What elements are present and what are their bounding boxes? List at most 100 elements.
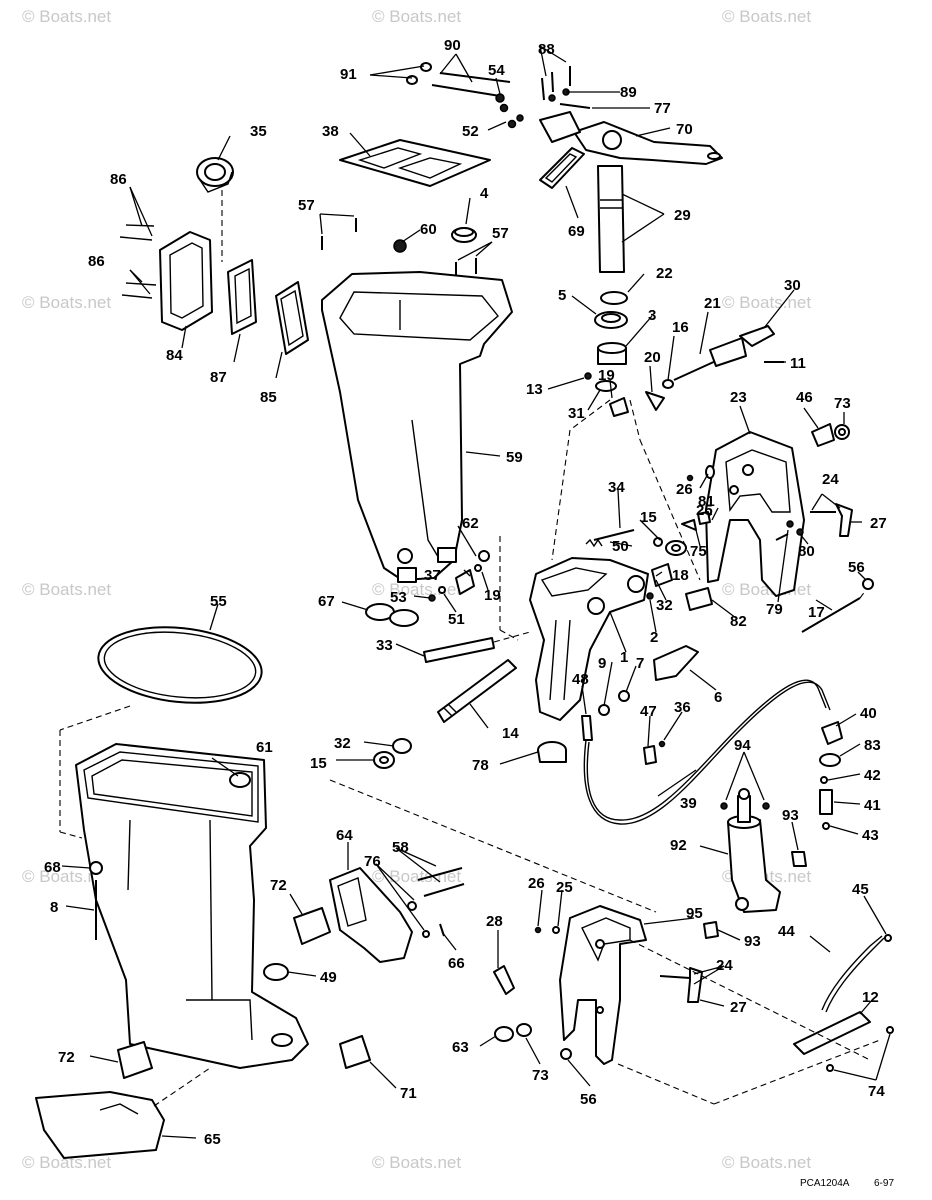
part-plug (263, 963, 289, 981)
callout-number: 50 (612, 538, 629, 555)
callout-number: 27 (730, 999, 747, 1016)
part-nuts (495, 93, 524, 129)
part-grommet (196, 157, 234, 262)
callout-number: 58 (392, 839, 409, 856)
callout-number: 16 (672, 319, 689, 336)
callout-number: 49 (320, 969, 337, 986)
callout-number: 13 (526, 381, 543, 398)
callout-number: 32 (334, 735, 351, 752)
callout-number: 75 (690, 543, 707, 560)
diagram-code-text: PCA1204A (800, 1178, 850, 1189)
callout-number: 11 (790, 355, 806, 372)
callout-number: 69 (568, 223, 585, 240)
watermark: © Boats.net (372, 7, 461, 26)
callout-number: 24 (716, 957, 733, 974)
callout-number: 24 (822, 471, 839, 488)
callout-number: 78 (472, 757, 489, 774)
watermark: © Boats.net (22, 580, 111, 599)
part-cup (537, 741, 567, 763)
part-gasket (227, 259, 257, 335)
callout-number: 27 (870, 515, 887, 532)
part-exhaust-cover (159, 231, 213, 331)
part-stern-hardware (681, 423, 874, 633)
callout-number: 34 (608, 479, 625, 496)
callout-number: 3 (648, 307, 656, 324)
callout-number: 90 (444, 37, 461, 54)
callout-number: 46 (796, 389, 813, 406)
part-trim-plate (793, 1011, 894, 1072)
callout-number: 73 (532, 1067, 549, 1084)
callout-number: 73 (834, 395, 851, 412)
part-sender (819, 721, 843, 830)
part-bracket (329, 867, 413, 963)
callout-number: 28 (486, 913, 503, 930)
callout-number: 59 (506, 449, 523, 466)
part-tilt-cylinder (720, 788, 781, 913)
callout-number: 19 (484, 587, 501, 604)
callout-number: 12 (862, 989, 879, 1006)
callout-number: 42 (864, 767, 881, 784)
watermark: © Boats.net (722, 1153, 811, 1172)
part-block (339, 1035, 371, 1069)
callout-number: 88 (538, 41, 555, 58)
callout-number: 48 (572, 671, 589, 688)
part-trim-cable (583, 679, 831, 825)
part-cover (35, 1091, 165, 1159)
callout-number: 57 (298, 197, 315, 214)
callout-number: 44 (778, 923, 795, 940)
callout-number: 83 (864, 737, 881, 754)
callout-number: 39 (680, 795, 697, 812)
callout-number: 72 (58, 1049, 75, 1066)
callout-number: 25 (696, 502, 713, 519)
callout-number: 86 (110, 171, 127, 188)
callout-number: 82 (730, 613, 747, 630)
part-bolts (406, 62, 511, 97)
part-screws (119, 224, 157, 299)
callout-number: 4 (480, 185, 489, 202)
callout-number: 17 (808, 604, 825, 621)
watermark: © Boats.net (372, 580, 461, 599)
callout-number: 9 (598, 655, 606, 672)
callout-number: 20 (644, 349, 661, 366)
part-stern-bracket (705, 431, 805, 597)
callout-number: 15 (310, 755, 327, 772)
callout-number: 84 (166, 347, 183, 364)
callout-number: 53 (390, 589, 407, 606)
diagram-code: PCA1204A 6-97 (800, 1178, 894, 1189)
callout-number: 6 (714, 689, 722, 706)
part-swivel-bracket (529, 557, 649, 721)
callout-number: 23 (730, 389, 747, 406)
callout-number: 77 (654, 100, 671, 117)
callout-number: 89 (620, 84, 637, 101)
callout-number: 62 (462, 515, 479, 532)
callout-number: 80 (798, 543, 815, 560)
part-clamp (598, 645, 699, 716)
callout-number: 93 (782, 807, 799, 824)
part-plate (275, 281, 309, 355)
callout-number: 45 (852, 881, 869, 898)
callout-number: 94 (734, 737, 751, 754)
watermark: © Boats.net (722, 7, 811, 26)
callout-number: 26 (676, 481, 693, 498)
part-swivel-hardware (585, 529, 687, 600)
callout-number: 36 (674, 699, 691, 716)
callout-number: 92 (670, 837, 687, 854)
callout-number: 61 (256, 739, 273, 756)
callout-number: 52 (462, 123, 479, 140)
part-rod (821, 934, 892, 1013)
part-seal (365, 603, 419, 627)
part-pin (423, 631, 531, 663)
watermark: © Boats.net (22, 293, 111, 312)
callout-number: 54 (488, 62, 505, 79)
watermark-layer: © Boats.net © Boats.net © Boats.net © Bo… (22, 7, 811, 1172)
callout-number: 43 (862, 827, 879, 844)
part-tube (437, 659, 517, 723)
part-washers (373, 738, 412, 769)
part-stern-bracket (559, 905, 647, 1065)
callout-number: 8 (50, 899, 58, 916)
callout-number: 56 (848, 559, 865, 576)
part-lever (659, 967, 703, 1003)
callout-number: 65 (204, 1131, 221, 1148)
part-pins (703, 851, 807, 939)
part-adapter-gasket (339, 139, 491, 187)
